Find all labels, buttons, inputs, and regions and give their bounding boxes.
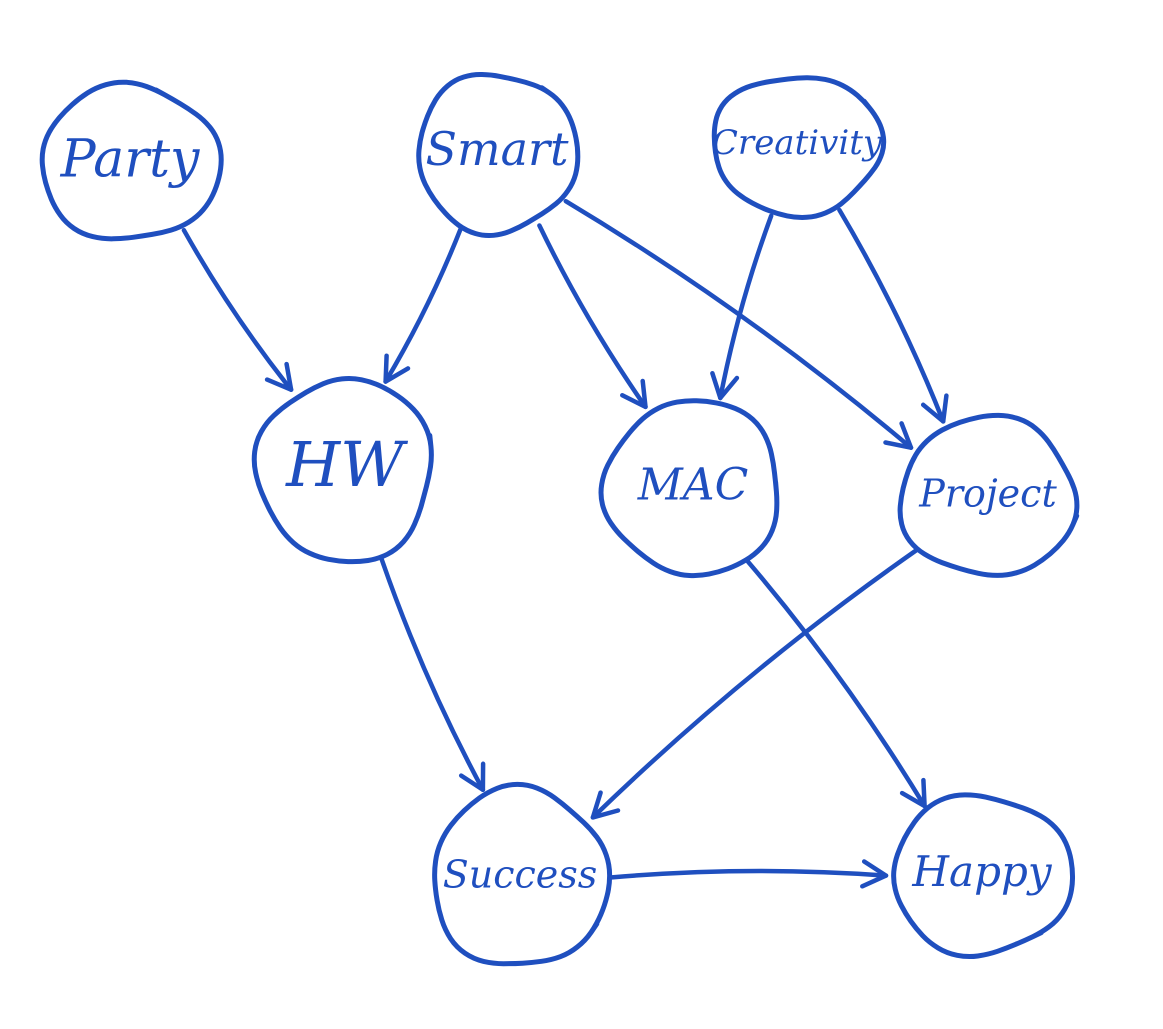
edge-line: [383, 226, 463, 384]
node-circle: [251, 376, 434, 565]
node-hw: HW: [251, 376, 434, 565]
arrowhead: [860, 859, 889, 889]
edge-smart-to-mac: [537, 223, 648, 410]
node-smart: Smart: [416, 71, 581, 239]
edge-line: [837, 207, 946, 424]
edge-line: [563, 198, 914, 450]
node-label: Smart: [425, 122, 569, 176]
node-label: Creativity: [712, 123, 883, 163]
edge-line: [590, 547, 919, 820]
node-label: Success: [443, 853, 598, 897]
arrowhead: [899, 777, 927, 809]
edge-creativity-to-mac: [710, 213, 774, 401]
edge-creativity-to-project: [837, 207, 949, 424]
node-label: Project: [918, 472, 1057, 516]
arrowhead: [458, 761, 486, 793]
arrowhead: [920, 393, 949, 424]
node-circle: [432, 781, 613, 967]
node-success: Success: [432, 781, 613, 967]
node-circle: [897, 412, 1080, 578]
node-circle: [598, 398, 780, 579]
edge-smart-to-project: [563, 198, 914, 450]
edge-party-to-hw: [181, 227, 294, 392]
arrowhead: [710, 371, 740, 401]
edge-line: [745, 559, 927, 809]
node-label: Happy: [911, 847, 1052, 896]
arrowhead: [883, 421, 914, 450]
node-creativity: Creativity: [711, 75, 887, 220]
arrowhead: [590, 790, 621, 820]
node-circle: [891, 792, 1076, 960]
node-happy: Happy: [891, 792, 1076, 960]
node-circle: [416, 71, 581, 239]
edge-mac-to-happy: [745, 559, 927, 809]
node-circle: [711, 75, 887, 220]
arrowhead: [620, 378, 648, 410]
edge-success-to-happy: [609, 859, 889, 889]
edge-line: [181, 227, 294, 392]
edge-smart-to-hw: [383, 226, 463, 384]
edge-line: [537, 223, 648, 410]
edge-line: [379, 555, 486, 793]
node-party: Party: [39, 79, 224, 242]
arrowhead: [383, 353, 411, 384]
edge-line: [718, 213, 774, 401]
node-label: HW: [285, 428, 408, 501]
node-label: Party: [60, 130, 200, 190]
node-label: MAC: [637, 460, 749, 511]
node-project: Project: [897, 412, 1080, 578]
edge-line: [609, 868, 889, 880]
edge-hw-to-success: [379, 555, 486, 793]
edges: [181, 198, 949, 889]
edge-project-to-success: [590, 547, 919, 820]
arrowhead: [264, 361, 294, 392]
node-circle: [39, 79, 224, 242]
node-mac: MAC: [598, 398, 780, 579]
